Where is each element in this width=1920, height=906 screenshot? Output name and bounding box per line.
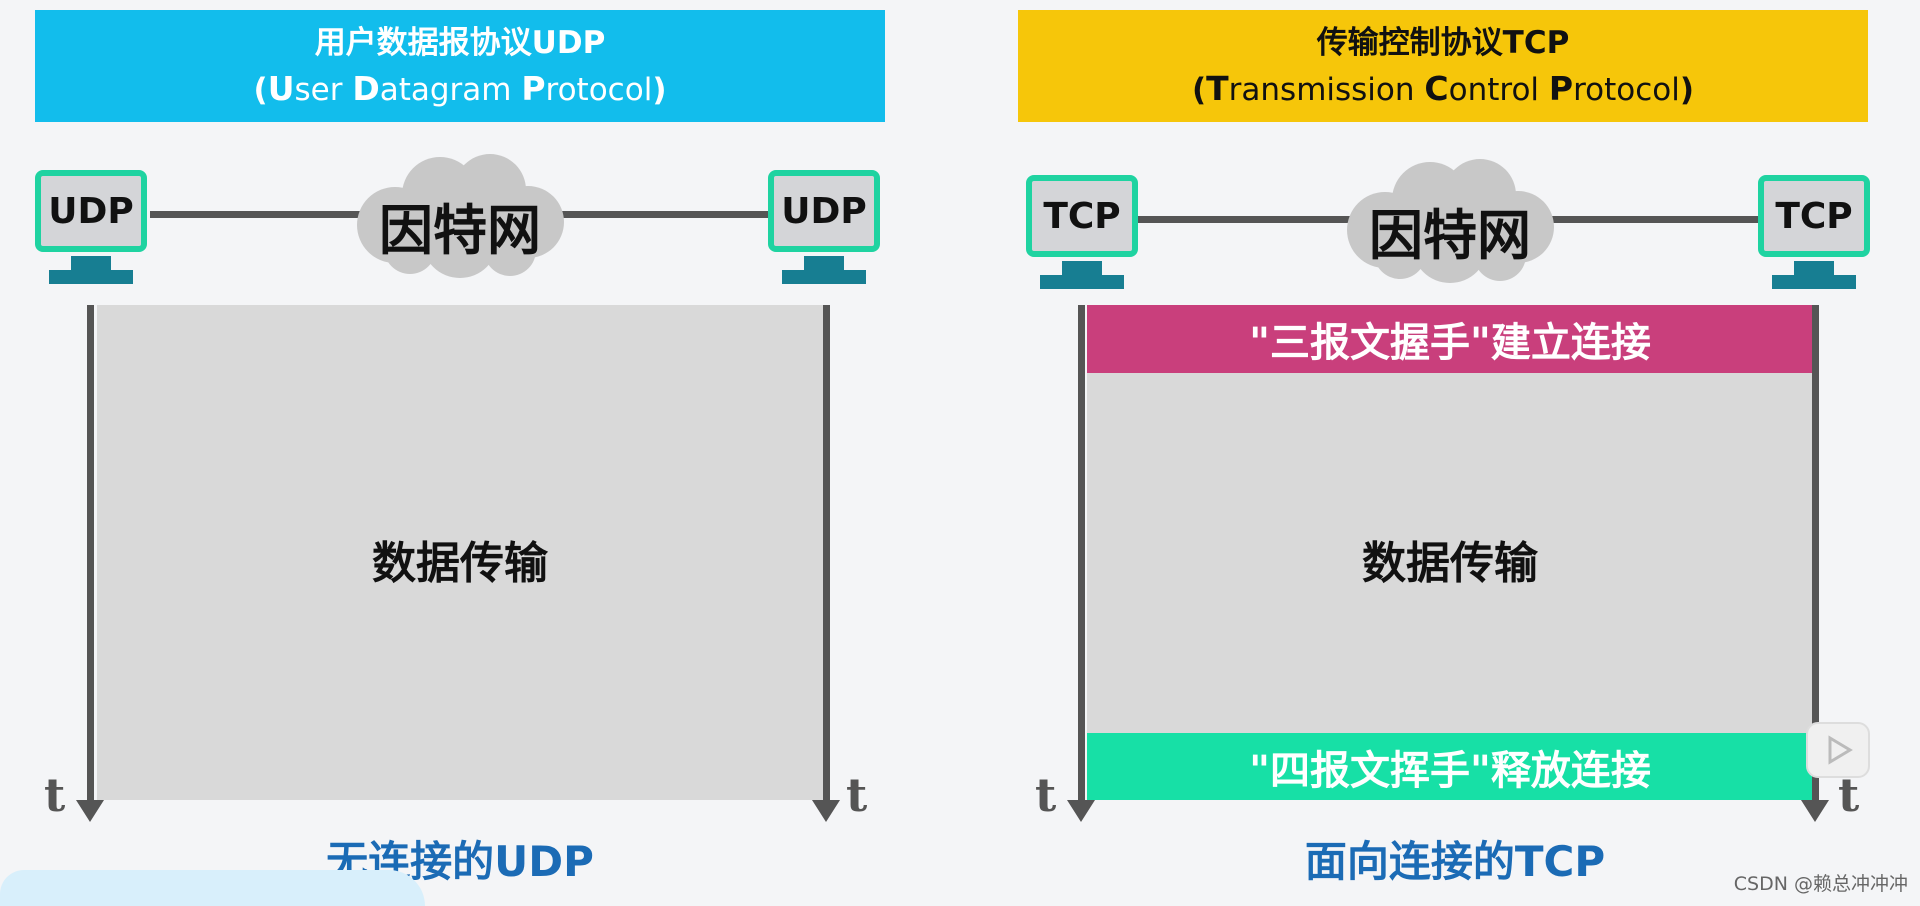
tcp-title-line2: (Transmission Control Protocol) — [1191, 68, 1695, 108]
udp-cloud-icon — [357, 154, 564, 278]
tcp-left-axis-label: t — [1035, 768, 1057, 822]
udp-right-monitor-neck — [804, 256, 844, 270]
udp-left-time-axis — [87, 305, 94, 802]
tcp-data-transfer-area — [1087, 373, 1813, 733]
tcp-left-axis-arrow — [1067, 800, 1095, 822]
udp-right-axis-label: t — [846, 768, 868, 822]
udp-right-host-label: UDP — [781, 190, 867, 232]
tcp-left-host-label: TCP — [1043, 195, 1121, 237]
udp-right-computer-icon: UDP — [768, 170, 880, 252]
tcp-caption: 面向连接的TCP — [1304, 837, 1606, 886]
udp-left-monitor-neck — [71, 256, 111, 270]
udp-left-monitor-base — [49, 270, 133, 284]
udp-data-transfer-label: 数据传输 — [372, 538, 548, 589]
tcp-three-way-handshake-strip: "三报文握手"建立连接 — [1087, 305, 1813, 373]
tcp-cloud-label: 因特网 — [1369, 204, 1531, 267]
udp-right-time-axis — [823, 305, 830, 802]
tcp-right-axis-label: t — [1838, 768, 1860, 822]
tcp-title-banner: 传输控制协议TCP (Transmission Control Protocol… — [1018, 10, 1868, 122]
tcp-right-axis-arrow — [1801, 800, 1829, 822]
tcp-left-computer-icon: TCP — [1026, 175, 1138, 257]
tcp-left-monitor-base — [1040, 275, 1124, 289]
tcp-right-computer-icon: TCP — [1758, 175, 1870, 257]
tcp-left-time-axis — [1078, 305, 1085, 802]
udp-left-axis-label: t — [44, 768, 66, 822]
tcp-right-monitor-neck — [1794, 261, 1834, 275]
udp-title-banner: 用户数据报协议UDP (User Datagram Protocol) — [35, 10, 885, 122]
tcp-handshake-label: "三报文握手"建立连接 — [1249, 320, 1651, 366]
tcp-right-monitor-base — [1772, 275, 1856, 289]
watermark: CSDN @赖总冲冲冲 — [1733, 873, 1908, 895]
tcp-right-host-label: TCP — [1775, 195, 1853, 237]
tcp-data-transfer-label: 数据传输 — [1362, 538, 1538, 589]
udp-right-monitor-base — [782, 270, 866, 284]
decorative-brush-stroke — [0, 870, 425, 906]
udp-left-computer-icon: UDP — [35, 170, 147, 252]
udp-title-line1: 用户数据报协议UDP — [314, 24, 606, 61]
udp-title-line2: (User Datagram Protocol) — [253, 68, 667, 108]
tcp-cloud-icon — [1347, 159, 1554, 283]
udp-left-axis-arrow — [76, 800, 104, 822]
play-icon[interactable] — [1806, 722, 1870, 778]
play-triangle-icon — [1828, 735, 1853, 765]
tcp-title-line1: 传输控制协议TCP — [1316, 24, 1570, 61]
udp-right-axis-arrow — [812, 800, 840, 822]
udp-data-transfer-area — [97, 305, 823, 800]
udp-cloud-label: 因特网 — [379, 199, 541, 262]
udp-left-host-label: UDP — [48, 190, 134, 232]
tcp-four-way-wave-strip: "四报文挥手"释放连接 — [1087, 733, 1813, 800]
tcp-left-monitor-neck — [1062, 261, 1102, 275]
tcp-right-time-axis — [1812, 305, 1819, 802]
tcp-wave-label: "四报文挥手"释放连接 — [1249, 747, 1651, 794]
